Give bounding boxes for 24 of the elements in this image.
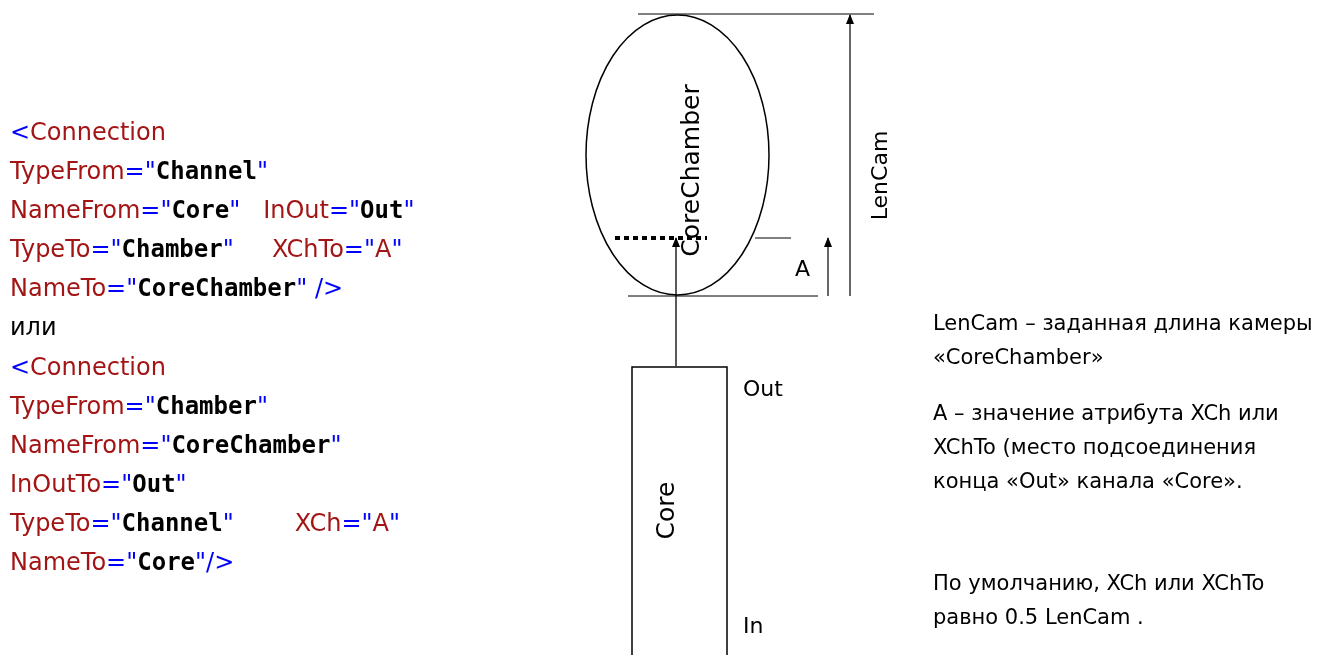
code-line: NameTo="CoreChamber" />: [10, 274, 344, 302]
code-line: TypeTo="Chamber" XChTo="A": [10, 235, 403, 263]
code-line: или: [10, 313, 57, 341]
node-label: CoreChamber: [675, 83, 705, 257]
code-line: TypeFrom="Chamber": [10, 392, 268, 420]
code-line: TypeFrom="Channel": [10, 157, 268, 185]
chamber-ellipse: [585, 14, 770, 296]
dimension-label: LenCam: [867, 130, 893, 220]
channel-rect: [631, 366, 728, 655]
dimension-label: A: [795, 255, 811, 281]
note-text: A – значение атрибута XCh или XChTo (место подсоединения конца «Out» канала «Core».: [933, 400, 1280, 495]
note-text: По умолчанию, XCh или XChTo равно 0.5 LenCam .: [933, 570, 1266, 631]
code-line: NameFrom="CoreChamber": [10, 431, 342, 459]
port-label: Out: [743, 375, 783, 401]
node-label: Core: [651, 481, 681, 539]
code-line: NameTo="Core"/>: [10, 548, 235, 576]
code-line: <Connection: [10, 118, 166, 146]
code-line: NameFrom="Core" InOut="Out": [10, 196, 415, 224]
code-line: TypeTo="Channel" XCh="A": [10, 509, 401, 537]
arrow: [672, 237, 680, 367]
note-text: LenCam – заданная длина камеры «CoreChamber»: [933, 310, 1314, 371]
port-label: In: [743, 612, 764, 638]
code-line: InOutTo="Out": [10, 470, 187, 498]
code-line: <Connection: [10, 353, 166, 381]
